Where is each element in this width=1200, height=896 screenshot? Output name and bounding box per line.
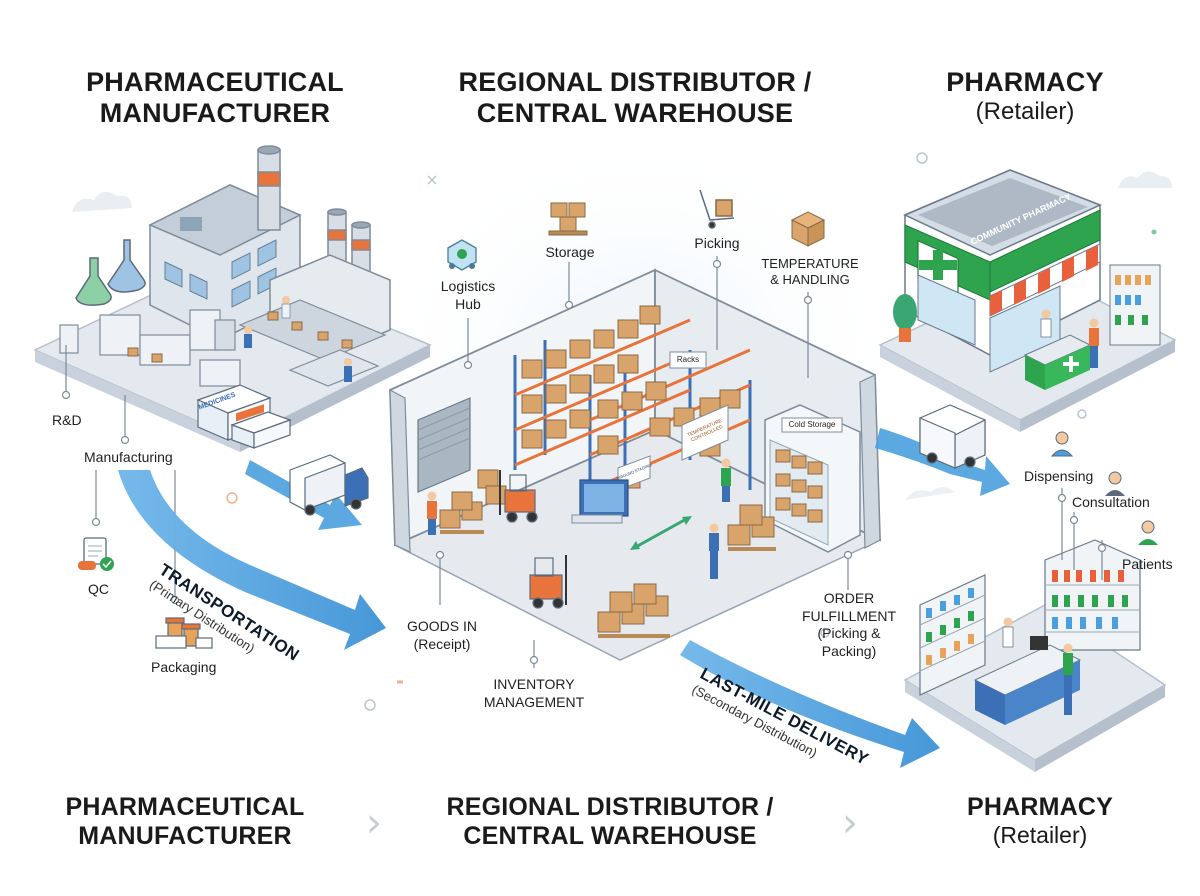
cold-storage-sign: Cold Storage (788, 420, 836, 429)
header-manufacturer-line1: PHARMACEUTICAL (86, 67, 344, 97)
storage-icon (548, 202, 588, 236)
label-inventory-line1: INVENTORY (493, 676, 575, 692)
pharmacy-interior (903, 539, 1167, 772)
label-order-line3: (Picking & (817, 625, 881, 641)
label-logistics-hub: Logistics Hub (430, 278, 506, 313)
footer-pharmacy-line1: PHARMACY (966, 793, 1114, 821)
header-pharmacy: PHARMACY (Retailer) (900, 67, 1150, 126)
pharmacy-storefront (878, 169, 1177, 432)
footer-manufacturer-line2: MANUFACTURER (78, 821, 292, 850)
label-goods-in-line1: GOODS IN (406, 618, 477, 634)
footer-chevron-2: › (842, 800, 858, 846)
label-rnd: R&D (52, 412, 82, 428)
label-order-line2: FULFILLMENT (801, 607, 897, 624)
medicine-boxes (196, 384, 292, 449)
label-inventory-line2: MANAGEMENT (483, 693, 585, 710)
label-goods-in-line2: (Receipt) (413, 635, 471, 652)
patient-icon (1138, 520, 1158, 545)
temperature-box-icon (790, 211, 826, 247)
pharmacy-leaders (1057, 488, 1107, 580)
manufacturer-plant (33, 145, 432, 452)
footer-pharmacy: PHARMACY (Retailer) (920, 793, 1160, 848)
header-manufacturer: PHARMACEUTICAL MANUFACTURER (60, 67, 370, 129)
label-logistics-hub-line1: Logistics (440, 278, 496, 294)
label-order-fulfillment: ORDER FULFILLMENT (Picking & Packing) (792, 590, 906, 660)
footer-chevron-1: › (366, 800, 382, 846)
label-storage: Storage (545, 244, 595, 260)
label-temperature-line1: TEMPERATURE (761, 256, 859, 271)
header-pharmacy-line1: PHARMACY (946, 67, 1104, 97)
footer-distributor: REGIONAL DISTRIBUTOR / CENTRAL WAREHOUSE (430, 793, 790, 851)
warehouse-racks (513, 305, 752, 495)
label-order-line4: Packing) (821, 642, 877, 659)
label-order-line1: ORDER (823, 590, 875, 606)
cold-storage-room (764, 404, 861, 553)
header-distributor-line1: REGIONAL DISTRIBUTOR / (458, 67, 812, 97)
label-consultation: Consultation (1072, 494, 1150, 510)
delivery-van-icon (919, 404, 986, 469)
picking-icon (699, 189, 735, 229)
decorative-clouds (72, 171, 1172, 500)
label-packaging: Packaging (151, 659, 217, 675)
label-patients: Patients (1122, 556, 1173, 572)
footer-manufacturer: PHARMACEUTICAL MANUFACTURER (40, 793, 330, 851)
packaging-icon (155, 617, 213, 649)
footer-distributor-line2: CENTRAL WAREHOUSE (463, 821, 757, 850)
delivery-truck-icon (289, 454, 369, 516)
logistics-hub-icon (447, 239, 477, 271)
label-temperature-line2: & HANDLING (770, 272, 850, 288)
racks-sign: Racks (676, 355, 700, 364)
label-goods-in: GOODS IN (Receipt) (394, 618, 490, 653)
label-inventory: INVENTORY MANAGEMENT (474, 676, 594, 711)
qc-icon (78, 537, 114, 571)
header-distributor: REGIONAL DISTRIBUTOR / CENTRAL WAREHOUSE (440, 67, 830, 129)
factory-workers (244, 296, 352, 382)
label-logistics-hub-line2: Hub (455, 295, 481, 312)
header-manufacturer-line2: MANUFACTURER (99, 98, 331, 129)
label-dispensing: Dispensing (1024, 468, 1094, 484)
pharmacist-icon (1050, 431, 1074, 457)
header-pharmacy-line2: (Retailer) (975, 98, 1075, 126)
label-picking: Picking (694, 235, 740, 251)
footer-pharmacy-line2: (Retailer) (992, 821, 1088, 848)
label-temperature: TEMPERATURE & HANDLING (754, 256, 866, 289)
header-distributor-line2: CENTRAL WAREHOUSE (476, 98, 794, 129)
label-manufacturing: Manufacturing (84, 449, 173, 465)
label-qc: QC (88, 581, 109, 597)
warehouse-leaders (435, 256, 853, 668)
footer-distributor-line1: REGIONAL DISTRIBUTOR / (446, 793, 774, 821)
decorative-sparkles (226, 152, 1157, 711)
consultation-icon (1105, 471, 1125, 496)
warehouse-floor-items (427, 458, 776, 638)
footer-manufacturer-line1: PHARMACEUTICAL (65, 793, 305, 821)
